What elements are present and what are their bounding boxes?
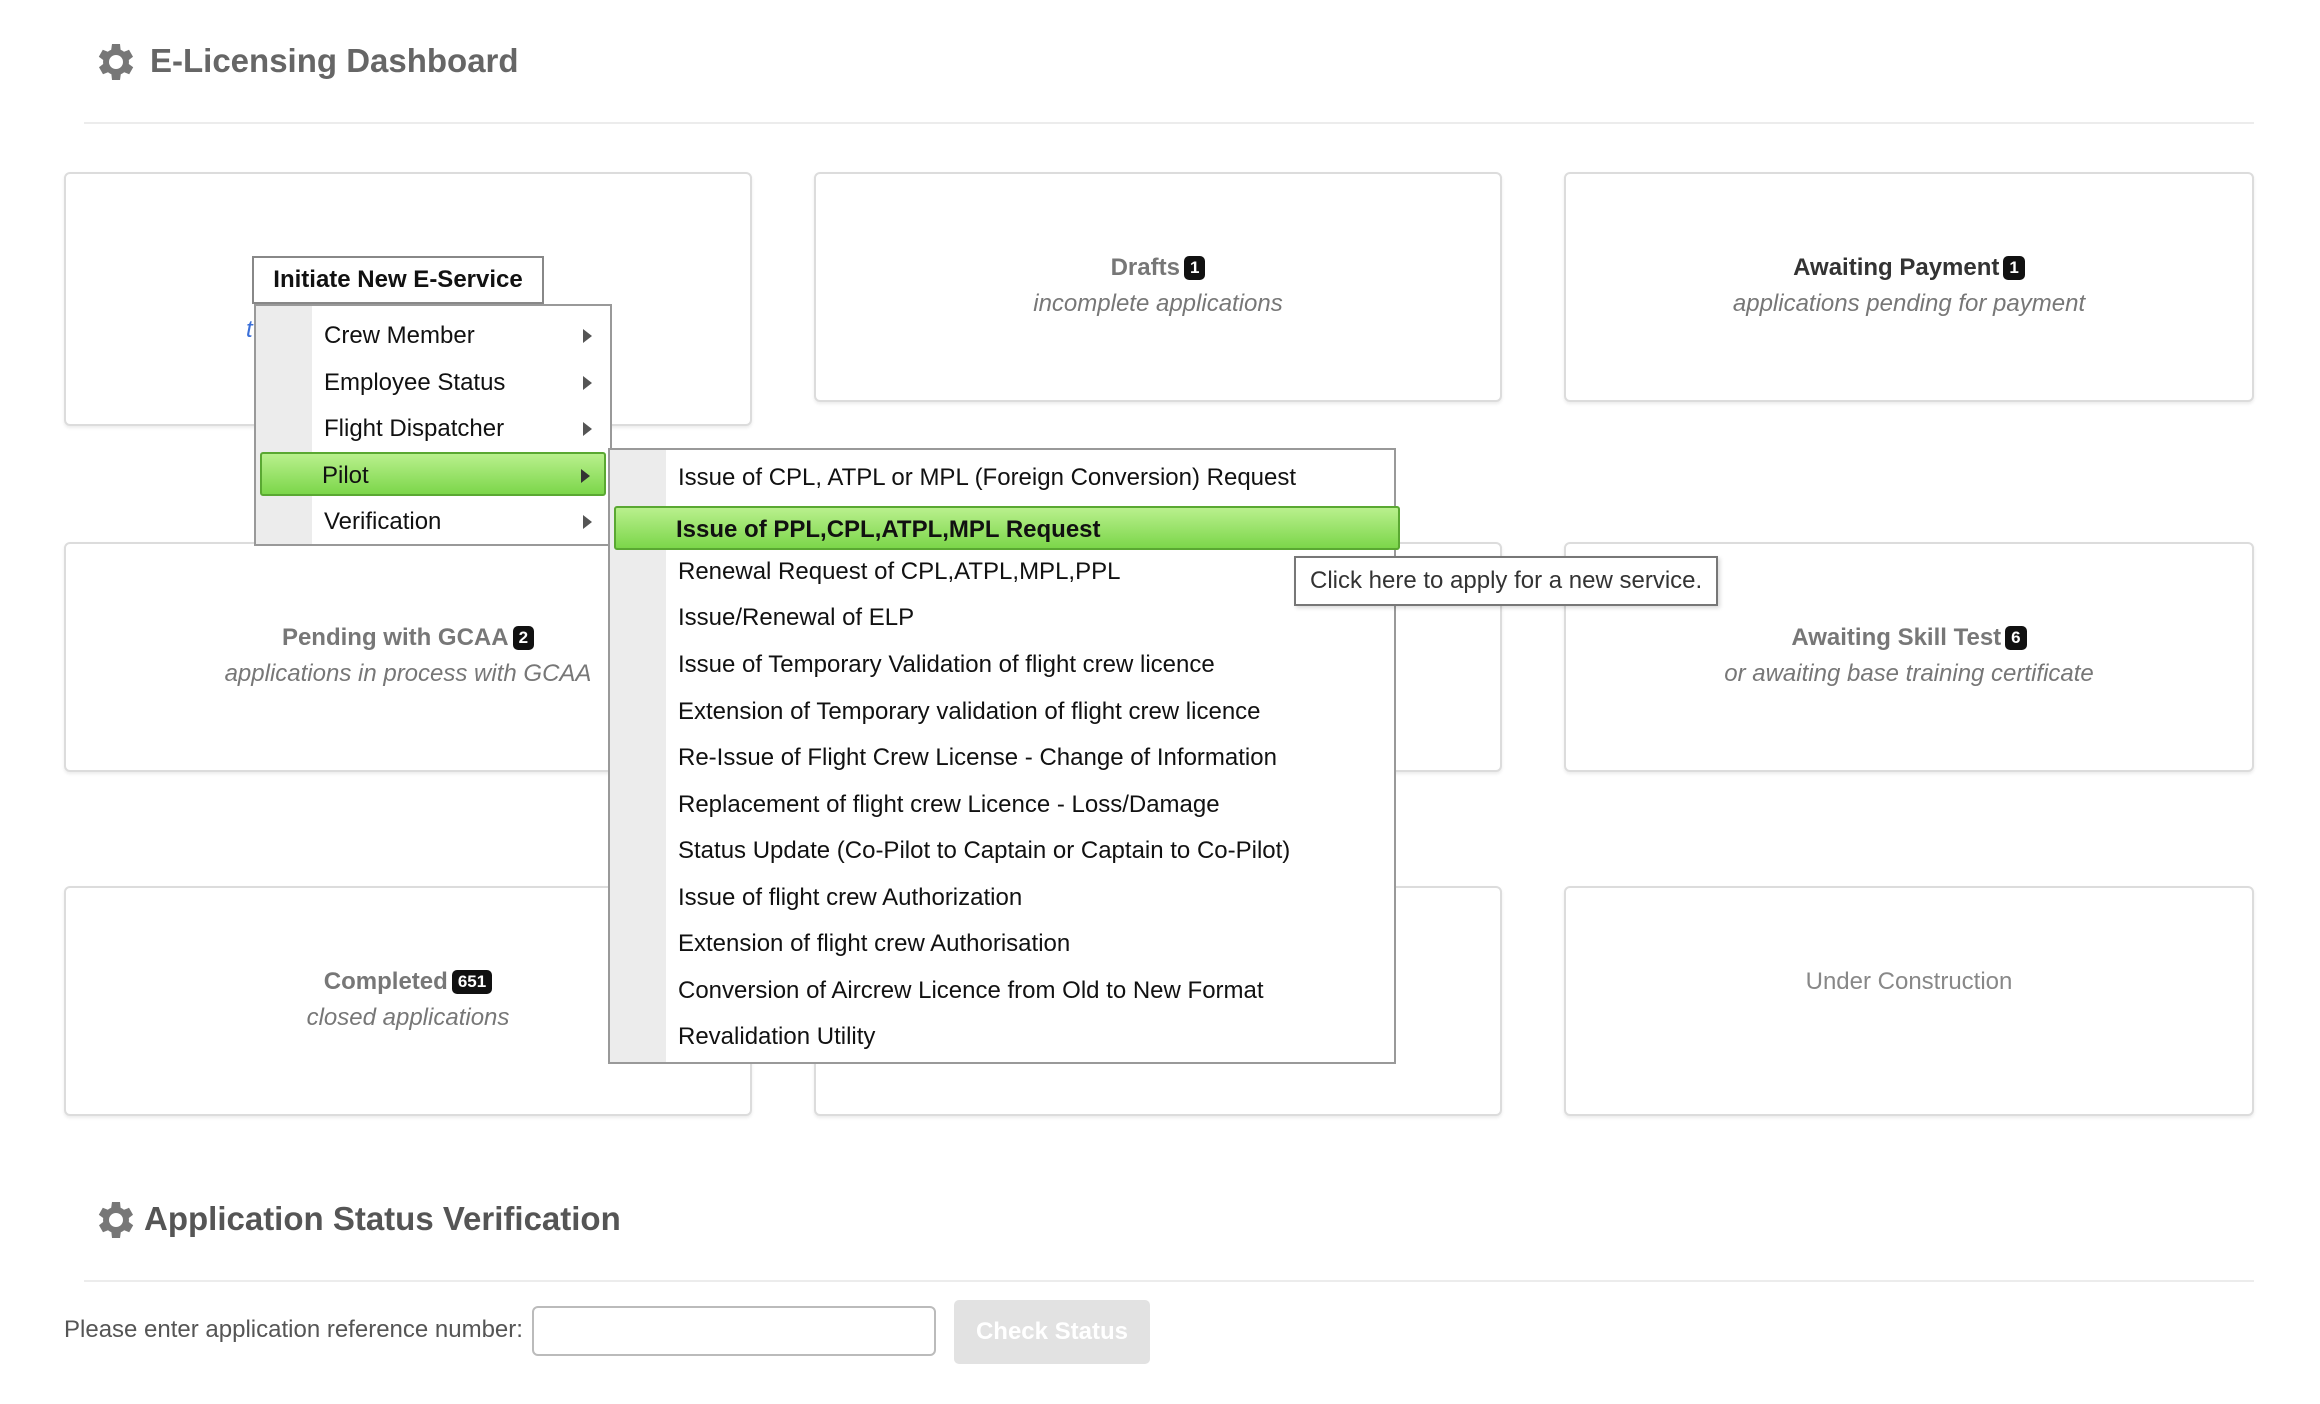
card-subtitle: applications pending for payment <box>1732 290 2086 317</box>
section-title: Application Status Verification <box>144 1200 621 1237</box>
submenu-item[interactable]: Replacement of flight crew Licence - Los… <box>678 791 1220 818</box>
count-badge: 6 <box>2005 625 2027 650</box>
menu-item-pilot[interactable]: Pilot <box>260 452 606 496</box>
submenu-item[interactable]: Re-Issue of Flight Crew License - Change… <box>678 744 1277 771</box>
submenu-item[interactable]: Revalidation Utility <box>678 1023 876 1050</box>
count-badge: 1 <box>2003 255 2025 280</box>
initiate-link-fragment[interactable]: t <box>246 316 253 343</box>
gear-icon <box>98 44 134 80</box>
card-title: Under Construction <box>1805 968 2013 995</box>
menu-item-crew-member[interactable]: Crew Member <box>260 314 606 358</box>
count-badge: 651 <box>451 969 493 994</box>
initiate-new-eservice-button[interactable]: Initiate New E-Service <box>252 256 544 304</box>
reference-number-input[interactable] <box>532 1306 936 1356</box>
count-badge: 1 <box>1183 255 1206 280</box>
submenu-item[interactable]: Renewal Request of CPL,ATPL,MPL,PPL <box>678 558 1121 585</box>
check-status-button[interactable]: Check Status <box>954 1300 1150 1364</box>
menu-gutter <box>256 306 312 544</box>
card-subtitle: or awaiting base training certificate <box>1724 660 2094 687</box>
page-title: E-Licensing Dashboard <box>150 42 519 79</box>
gear-icon <box>98 1202 134 1238</box>
chevron-right-icon <box>583 376 592 390</box>
chevron-right-icon <box>581 469 590 483</box>
menu-item-verification[interactable]: Verification <box>260 500 606 544</box>
submenu-item[interactable]: Status Update (Co-Pilot to Captain or Ca… <box>678 837 1291 864</box>
verification-header: Application Status Verification <box>84 1196 2254 1282</box>
submenu-item[interactable]: Extension of flight crew Authorisation <box>678 930 1071 957</box>
submenu-item[interactable]: Issue of CPL, ATPL or MPL (Foreign Conve… <box>678 464 1297 491</box>
menu-gutter <box>610 450 666 1062</box>
menu-item-employee-status[interactable]: Employee Status <box>260 361 606 405</box>
chevron-right-icon <box>583 422 592 436</box>
dashboard-header: E-Licensing Dashboard <box>84 38 2254 124</box>
card-subtitle: incomplete applications <box>1033 290 1283 317</box>
card-subtitle: closed applications <box>306 1004 510 1031</box>
submenu-item[interactable]: Conversion of Aircrew Licence from Old t… <box>678 977 1264 1004</box>
tooltip: Click here to apply for a new service. <box>1294 556 1718 606</box>
card-subtitle: applications in process with GCAA <box>224 660 592 687</box>
submenu-item[interactable]: Issue of flight crew Authorization <box>678 884 1023 911</box>
reference-number-label: Please enter application reference numbe… <box>64 1316 523 1343</box>
card-under-construction[interactable]: Under Construction <box>1564 886 2254 1116</box>
submenu-item-issue-ppl-cpl-atpl-mpl[interactable]: Issue of PPL,CPL,ATPL,MPL Request <box>614 506 1400 550</box>
eservice-menu: Crew Member Employee Status Flight Dispa… <box>254 304 612 546</box>
menu-item-flight-dispatcher[interactable]: Flight Dispatcher <box>260 407 606 451</box>
submenu-item[interactable]: Issue of Temporary Validation of flight … <box>678 651 1215 678</box>
count-badge: 2 <box>512 625 535 650</box>
chevron-right-icon <box>583 329 592 343</box>
pilot-submenu: Issue of CPL, ATPL or MPL (Foreign Conve… <box>608 448 1400 1064</box>
chevron-right-icon <box>583 515 592 529</box>
submenu-item[interactable]: Extension of Temporary validation of fli… <box>678 698 1261 725</box>
submenu-item[interactable]: Issue/Renewal of ELP <box>678 604 915 631</box>
